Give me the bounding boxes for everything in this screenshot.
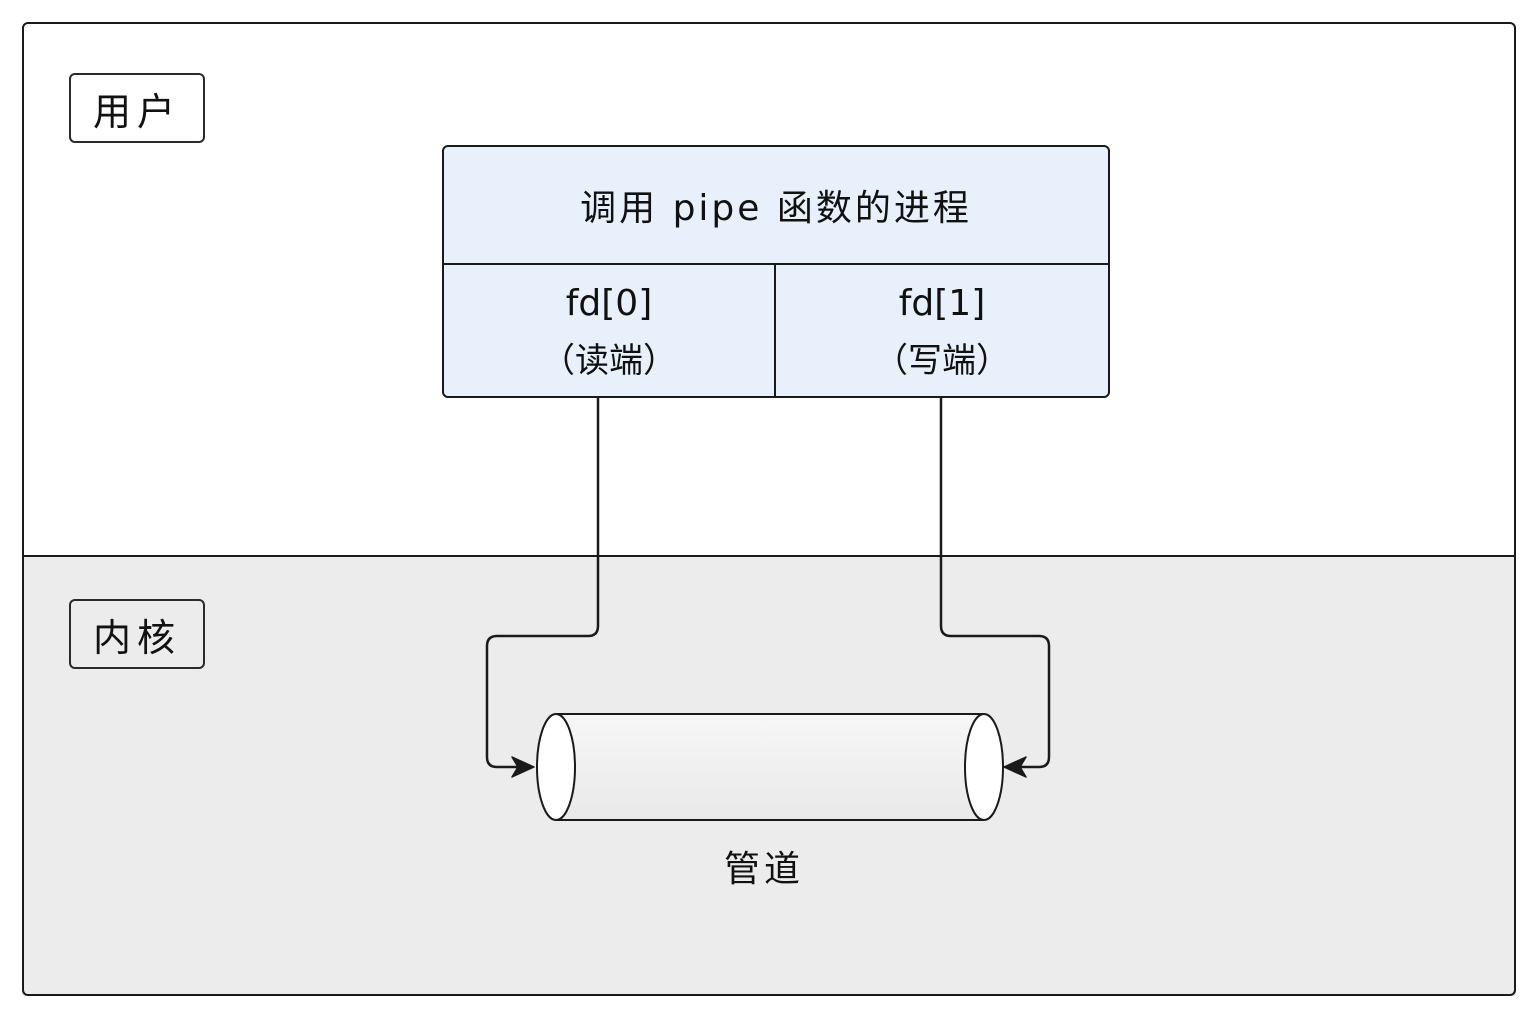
write-end-cell: fd[1] （写端） — [776, 265, 1108, 396]
pipe-label: 管道 — [723, 849, 804, 890]
user-space-label: 用户 — [69, 73, 205, 143]
pipe-body — [556, 714, 984, 820]
read-end-fd: fd[0] — [565, 282, 653, 324]
write-end-connector — [939, 398, 1051, 769]
process-title: 调用 pipe 函数的进程 — [444, 147, 1108, 265]
user-kernel-divider — [22, 555, 1516, 557]
write-end-fd: fd[1] — [898, 282, 986, 324]
read-end-arrowhead — [511, 756, 535, 778]
pipe-right-end — [964, 713, 1004, 821]
write-end-arrowhead — [1003, 756, 1027, 778]
kernel-space-label: 内核 — [69, 599, 205, 669]
read-end-connector — [485, 398, 600, 769]
write-end-role: （写端） — [874, 340, 1010, 381]
process-box: 调用 pipe 函数的进程 fd[0] （读端） fd[1] （写端） — [442, 145, 1110, 398]
read-end-cell: fd[0] （读端） — [444, 265, 776, 396]
pipe-left-end — [536, 713, 576, 821]
read-end-role: （读端） — [541, 340, 677, 381]
